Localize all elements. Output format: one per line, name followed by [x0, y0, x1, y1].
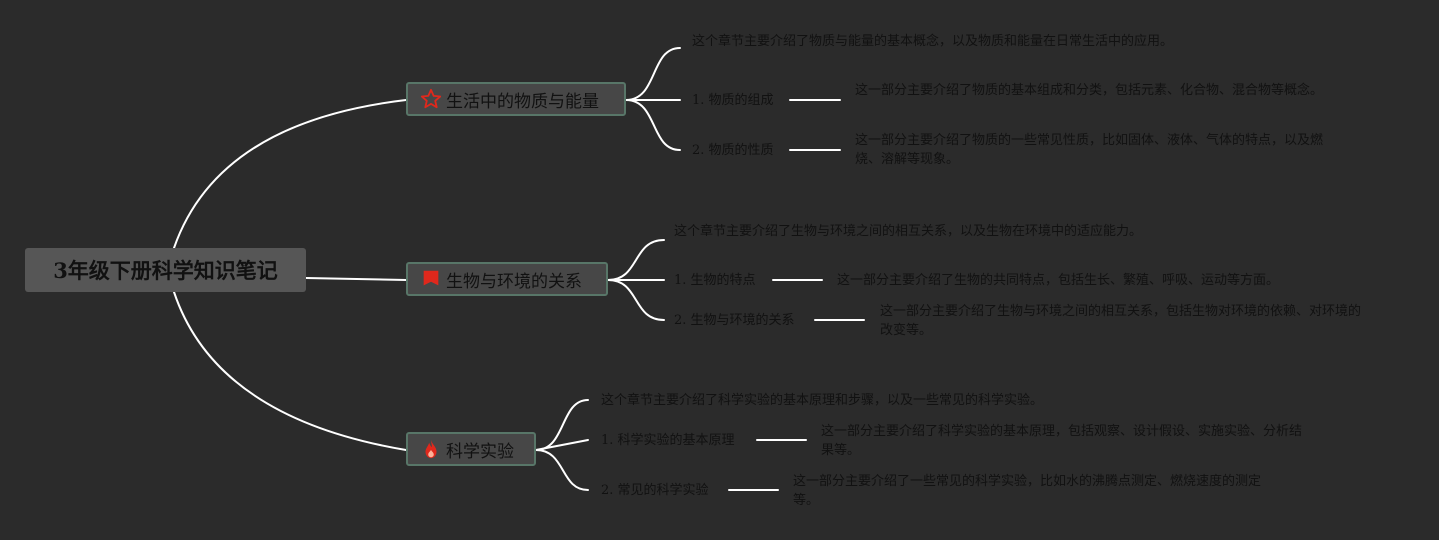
subtopic-detail: 这一部分主要介绍了生物与环境之间的相互关系，包括生物对环境的依赖、对环境的改变等… [880, 304, 1362, 338]
topic-node-experiments[interactable]: 科学实验 [406, 432, 536, 466]
subtopic-label[interactable]: 2. 物质的性质 [692, 143, 774, 158]
root-node[interactable]: 3年级下册科学知识笔记 [25, 248, 306, 292]
subtopic-label[interactable]: 1. 科学实验的基本原理 [601, 433, 735, 448]
subtopic-label[interactable]: 1. 物质的组成 [692, 93, 774, 108]
subtopic-label[interactable]: 2. 常见的科学实验 [601, 483, 709, 498]
subtopic-label[interactable]: 2. 生物与环境的关系 [674, 313, 795, 328]
topic-summary: 这个章节主要介绍了生物与环境之间的相互关系，以及生物在环境中的适应能力。 [674, 224, 1143, 239]
topic-node-matter-energy[interactable]: 生活中的物质与能量 [406, 82, 626, 116]
flame-icon [425, 439, 437, 459]
subtopic-detail: 这一部分主要介绍了科学实验的基本原理，包括观察、设计假设、实施实验、分析结果等。 [821, 424, 1303, 458]
connector-root-topic2 [305, 277, 407, 281]
subtopic-detail: 这一部分主要介绍了物质的基本组成和分类，包括元素、化合物、混合物等概念。 [855, 83, 1324, 98]
connector-topic3-item2 [535, 449, 589, 491]
connector-topic1-item2 [625, 99, 681, 151]
topic-summary: 这个章节主要介绍了物质与能量的基本概念，以及物质和能量在日常生活中的应用。 [692, 34, 1174, 49]
subtopic-detail: 这一部分主要介绍了生物的共同特点，包括生长、繁殖、呼吸、运动等方面。 [837, 273, 1280, 288]
subtopic-label[interactable]: 1. 生物的特点 [674, 273, 756, 288]
connector-topic2-summary [607, 239, 665, 281]
topic-node-label: 生物与环境的关系 [446, 271, 582, 292]
connector-root-topic3 [173, 291, 407, 451]
star-icon [420, 88, 442, 109]
topic-node-life-environment[interactable]: 生物与环境的关系 [406, 262, 608, 296]
topic-node-label: 科学实验 [446, 441, 514, 462]
connector-topic1-summary [625, 47, 681, 101]
connector-root-topic1 [173, 99, 407, 249]
topic-node-label: 生活中的物质与能量 [446, 91, 599, 112]
topic-summary: 这个章节主要介绍了科学实验的基本原理和步骤，以及一些常见的科学实验。 [601, 393, 1044, 408]
connector-topic2-item2 [607, 279, 665, 321]
subtopic-detail: 这一部分主要介绍了物质的一些常见性质，比如固体、液体、气体的特点，以及燃烧、溶解… [855, 133, 1324, 167]
connector-topic3-item1 [535, 439, 589, 451]
root-node-label: 3年级下册科学知识笔记 [53, 258, 278, 283]
subtopic-detail: 这一部分主要介绍了一些常见的科学实验，比如水的沸腾点测定、燃烧速度的测定等。 [793, 474, 1262, 508]
flag-icon [423, 270, 439, 286]
